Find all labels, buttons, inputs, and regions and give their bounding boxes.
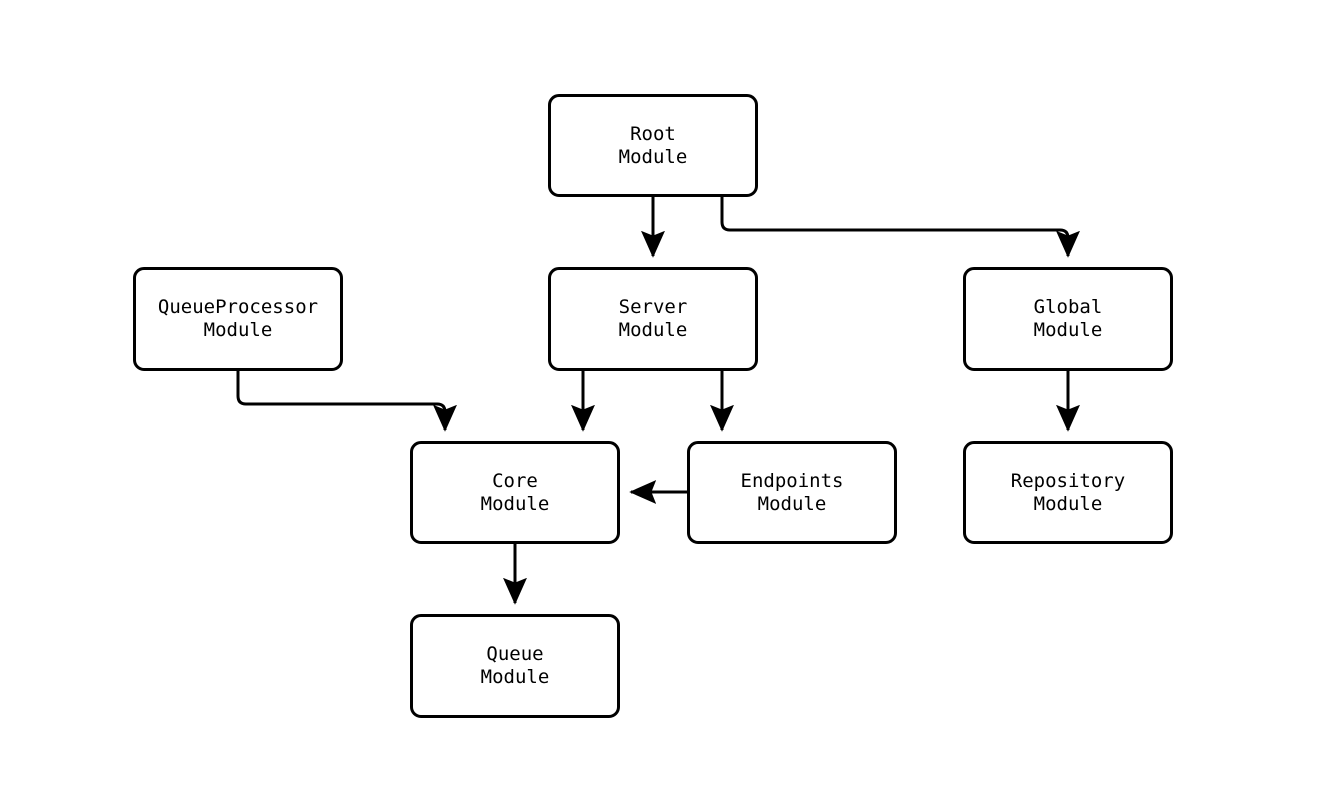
node-label-secondary: Module bbox=[757, 492, 827, 515]
node-label-primary: Core bbox=[492, 469, 538, 492]
edge-queueprocessor-to-core bbox=[236, 371, 457, 432]
node-label-secondary: Module bbox=[1033, 492, 1103, 515]
node-label-primary: Root bbox=[630, 122, 676, 145]
node-label-secondary: Module bbox=[480, 492, 550, 515]
node-label-secondary: Module bbox=[618, 145, 688, 168]
edge-root-to-global bbox=[720, 197, 1080, 258]
node-label-primary: Server bbox=[618, 296, 688, 318]
node-label-secondary: Module bbox=[618, 319, 688, 341]
node-label-secondary: Module bbox=[1033, 319, 1103, 341]
node-label-primary: QueueProcessor bbox=[157, 296, 319, 318]
node-label-primary: Endpoints bbox=[740, 469, 844, 492]
node-label-secondary: Module bbox=[203, 319, 273, 341]
node-label-primary: Global bbox=[1033, 296, 1103, 318]
node-label-primary: Queue bbox=[486, 643, 544, 665]
node-label-secondary: Module bbox=[480, 666, 550, 688]
node-label-primary: Repository bbox=[1010, 469, 1126, 492]
